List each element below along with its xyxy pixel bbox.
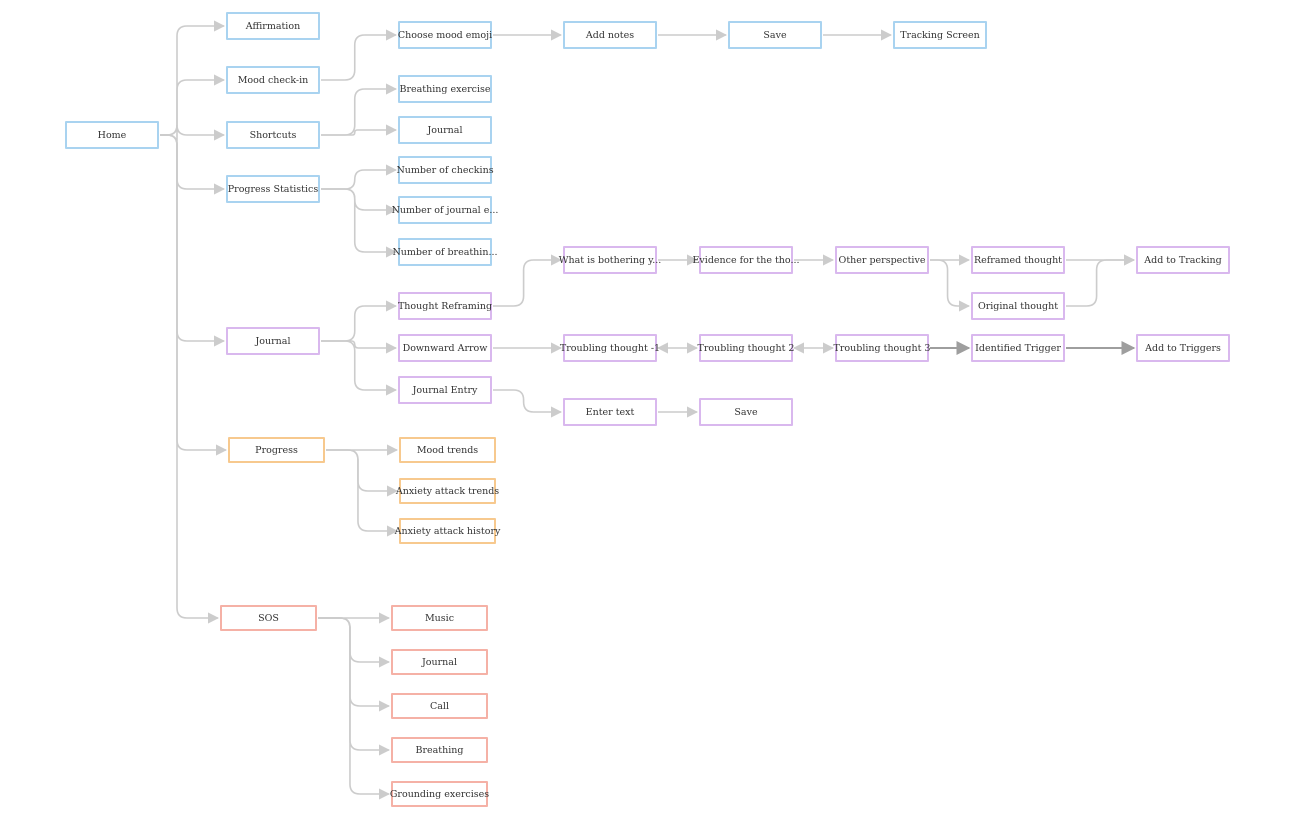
node-affirmation[interactable]: Affirmation <box>226 12 320 40</box>
connector-sos-call <box>318 617 391 712</box>
node-thought-reframing[interactable]: Thought Reframing <box>398 292 492 320</box>
node-troubling-thought-1[interactable]: Troubling thought -1 <box>560 334 660 362</box>
node-number-of-breathing[interactable]: Number of breathin... <box>392 238 498 266</box>
connector-home-journal <box>160 134 226 347</box>
node-sos[interactable]: SOS <box>220 605 317 631</box>
node-call[interactable]: Call <box>391 693 488 719</box>
node-journal-entry[interactable]: Journal Entry <box>398 376 492 404</box>
node-mood-trends[interactable]: Mood trends <box>399 437 496 463</box>
connector-progress_statistics-num_journal <box>321 188 398 216</box>
node-save-journal[interactable]: Save <box>699 398 793 426</box>
connector-mood_checkin-choose_mood_emoji <box>321 29 398 81</box>
node-troubling-thought-3[interactable]: Troubling thought 3 <box>834 334 930 362</box>
connector-journal_entry-enter_text <box>493 389 563 418</box>
node-number-of-journal-entries[interactable]: Number of journal e... <box>392 196 498 224</box>
node-what-is-bothering-you[interactable]: What is bothering y... <box>559 246 661 274</box>
connector-journal-journal_entry <box>321 340 398 396</box>
node-original-thought[interactable]: Original thought <box>971 292 1065 320</box>
connector-thought_reframing-what_bothering <box>493 254 563 307</box>
node-number-of-checkins[interactable]: Number of checkins <box>396 156 494 184</box>
node-journal[interactable]: Journal <box>226 327 320 355</box>
node-evidence-for-the-thought[interactable]: Evidence for the tho... <box>692 246 800 274</box>
node-shortcuts[interactable]: Shortcuts <box>226 121 320 149</box>
connector-progress_statistics-num_checkins <box>321 164 398 190</box>
node-progress-statistics[interactable]: Progress Statistics <box>226 175 320 203</box>
node-other-perspective[interactable]: Other perspective <box>835 246 929 274</box>
node-shortcut-journal[interactable]: Journal <box>398 116 492 144</box>
connector-sos-sos_journal <box>318 617 391 668</box>
node-anxiety-attack-trends[interactable]: Anxiety attack trends <box>396 478 499 504</box>
node-identified-trigger[interactable]: Identified Trigger <box>971 334 1065 362</box>
connector-home-sos <box>160 134 220 624</box>
node-troubling-thought-2[interactable]: Troubling thought 2 <box>698 334 794 362</box>
connector-original_thought-add_to_tracking <box>1066 254 1136 307</box>
node-add-notes[interactable]: Add notes <box>563 21 657 49</box>
connector-sos-grounding <box>318 617 391 800</box>
node-breathing[interactable]: Breathing <box>391 737 488 763</box>
node-choose-mood-emoji[interactable]: Choose mood emoji <box>398 21 492 49</box>
node-tracking-screen[interactable]: Tracking Screen <box>893 21 987 49</box>
node-add-to-triggers[interactable]: Add to Triggers <box>1136 334 1230 362</box>
connector-progress-anxiety_history <box>326 449 399 537</box>
node-save-mood[interactable]: Save <box>728 21 822 49</box>
connector-home-progress_statistics <box>160 134 226 195</box>
connector-progress-anxiety_trends <box>326 449 399 497</box>
connector-home-mood_checkin <box>160 74 226 136</box>
connector-shortcuts-breathing_exercise <box>321 83 398 136</box>
node-mood-check-in[interactable]: Mood check-in <box>226 66 320 94</box>
node-music[interactable]: Music <box>391 605 488 631</box>
node-enter-text[interactable]: Enter text <box>563 398 657 426</box>
connector-journal-thought_reframing <box>321 300 398 342</box>
connector-journal-downward_arrow <box>321 340 398 354</box>
node-grounding-exercises[interactable]: Grounding exercises <box>390 781 489 807</box>
node-home[interactable]: Home <box>65 121 159 149</box>
connector-shortcuts-shortcut_journal <box>321 124 398 136</box>
node-add-to-tracking[interactable]: Add to Tracking <box>1136 246 1230 274</box>
node-progress[interactable]: Progress <box>228 437 325 463</box>
connector-home-shortcuts <box>160 124 226 146</box>
connector-home-affirmation <box>160 20 226 136</box>
node-anxiety-attack-history[interactable]: Anxiety attack history <box>395 518 500 544</box>
connector-home-progress <box>160 134 228 456</box>
node-breathing-exercise[interactable]: Breathing exercise <box>398 75 492 103</box>
connector-sos-breathing <box>318 617 391 756</box>
node-reframed-thought[interactable]: Reframed thought <box>971 246 1065 274</box>
connector-other_perspective-original_thought <box>930 259 971 312</box>
node-downward-arrow[interactable]: Downward Arrow <box>398 334 492 362</box>
connector-progress_statistics-num_breathing <box>321 188 398 258</box>
node-sos-journal[interactable]: Journal <box>391 649 488 675</box>
